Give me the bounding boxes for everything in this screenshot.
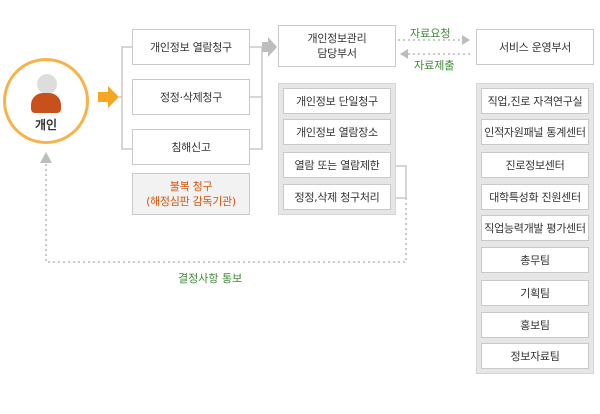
- department-box: 개인정보관리 담당부서: [278, 25, 396, 67]
- orange-arrow-icon: [98, 86, 119, 108]
- service-department-box: 서비스 운영부서: [476, 29, 594, 65]
- service-unit-item: 정보자료팀: [481, 343, 589, 369]
- service-unit-item: 홍보팀: [481, 312, 589, 338]
- service-unit-item: 진로정보센터: [481, 152, 589, 178]
- right-arrow-icon: [462, 35, 470, 45]
- data-submit-label: 자료제출: [414, 59, 455, 72]
- service-department-label: 서비스 운영부서: [499, 41, 571, 54]
- dept-bracket: [396, 165, 407, 199]
- dept-task-item: 개인정보 단일청구: [283, 88, 391, 114]
- request-bracket-left: [119, 46, 132, 150]
- dept-task-item: 정정,삭제 청구처리: [283, 184, 391, 210]
- up-arrow-icon: [40, 152, 52, 163]
- request-correction-box: 정정·삭제청구: [132, 79, 250, 115]
- person-node: 개인: [3, 58, 89, 144]
- feedback-label: 결정사항 통보: [178, 272, 243, 285]
- data-request-label: 자료요청: [410, 27, 451, 40]
- request-access-box: 개인정보 열람청구: [132, 29, 250, 65]
- service-unit-item: 총무팀: [481, 247, 589, 273]
- gray-arrow-icon: [262, 37, 277, 57]
- request-correction-label: 정정·삭제청구: [159, 91, 223, 104]
- dept-task-item: 열람 또는 열람제한: [283, 152, 391, 178]
- objection-box: 불복 청구 (해정심판 감독기관): [132, 173, 250, 215]
- service-unit-item: 직업능력개발 평가센터: [481, 215, 589, 241]
- dept-task-item: 개인정보 열람장소: [283, 119, 391, 145]
- feedback-loop: [45, 162, 407, 263]
- service-unit-item: 인적자원패널 통계센터: [481, 119, 589, 145]
- person-icon: [37, 74, 57, 94]
- request-access-label: 개인정보 열람청구: [150, 41, 232, 54]
- request-bracket-right: [250, 46, 263, 150]
- service-unit-item: 직업,진로 자격연구실: [481, 88, 589, 114]
- department-line2: 담당부서: [317, 47, 357, 60]
- objection-line1: 불복 청구: [169, 180, 213, 193]
- person-label: 개인: [34, 118, 58, 132]
- department-line1: 개인정보관리: [307, 32, 367, 45]
- service-unit-item: 기획팀: [481, 280, 589, 306]
- left-arrow-icon: [400, 49, 408, 59]
- service-unit-item: 대학특성화 진원센터: [481, 184, 589, 210]
- request-infringement-label: 침해신고: [171, 141, 211, 154]
- objection-line2: (해정심판 감독기관): [146, 195, 236, 208]
- request-infringement-box: 침해신고: [132, 129, 250, 165]
